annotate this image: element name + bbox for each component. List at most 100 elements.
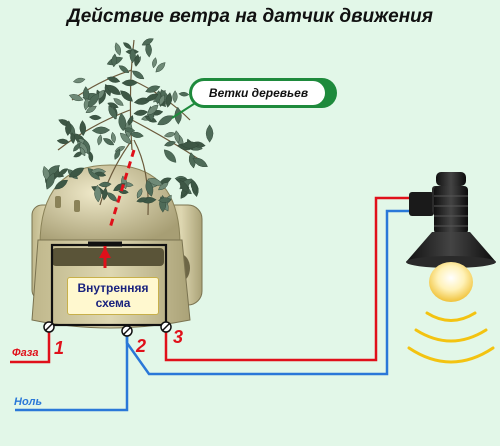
leaf xyxy=(158,197,172,203)
leaf xyxy=(152,57,157,69)
terminal-1-label: 1 xyxy=(54,338,65,358)
leaf xyxy=(68,167,85,178)
terminal-3-label: 3 xyxy=(173,327,184,347)
leaf xyxy=(134,53,140,67)
leaf xyxy=(89,114,102,121)
terminal-3 xyxy=(160,321,172,333)
leaf xyxy=(131,70,145,80)
terminal-2-label: 2 xyxy=(136,336,147,356)
internal-circuit-wiring xyxy=(50,241,168,327)
leaf xyxy=(54,179,68,190)
leaf xyxy=(102,138,115,146)
leaf xyxy=(46,172,55,190)
leaf xyxy=(158,94,165,106)
leaf xyxy=(114,148,121,160)
leaf xyxy=(174,130,180,144)
leaf xyxy=(158,182,169,191)
light-rays xyxy=(407,311,495,364)
circuit-label-line1: Внутренняя xyxy=(77,281,149,295)
leaf xyxy=(102,187,108,201)
leaf xyxy=(157,115,174,126)
light-bulb xyxy=(429,262,473,302)
leaf xyxy=(70,132,76,144)
leaf xyxy=(114,42,121,56)
tree-branches xyxy=(42,38,214,216)
leaf xyxy=(73,143,81,152)
leaf xyxy=(121,79,138,87)
leaf xyxy=(164,140,176,147)
leaf xyxy=(145,85,161,93)
leaf xyxy=(94,171,107,177)
leaf xyxy=(123,127,136,133)
terminal-2 xyxy=(121,325,133,337)
internal-circuit-label: Внутренняя схема xyxy=(67,277,159,315)
leaf xyxy=(107,102,119,109)
wiring xyxy=(10,196,410,412)
leaf xyxy=(188,152,196,169)
leaf xyxy=(165,92,173,108)
leaf xyxy=(79,120,87,137)
leaf xyxy=(85,105,97,113)
leaf xyxy=(98,181,112,188)
leaf xyxy=(106,76,121,83)
leaf xyxy=(192,157,208,168)
leaf xyxy=(205,124,214,143)
leaf xyxy=(68,94,84,102)
branch-stem xyxy=(133,139,149,216)
leaf xyxy=(83,97,90,111)
leaf xyxy=(113,98,124,106)
leaf xyxy=(97,134,103,146)
leaf xyxy=(136,188,143,199)
leaf xyxy=(65,120,72,136)
leaf xyxy=(163,149,177,163)
leaf xyxy=(120,90,133,102)
callout-tree-branches: Ветки деревьев xyxy=(189,78,337,108)
leaf xyxy=(155,62,166,73)
phase-wire-label: Фаза xyxy=(12,347,39,359)
leaf xyxy=(128,115,134,126)
leaf xyxy=(108,105,117,120)
leaf xyxy=(118,112,127,132)
leaf xyxy=(79,146,86,157)
leaf xyxy=(146,104,159,116)
leaf xyxy=(145,179,154,197)
leaf xyxy=(147,178,163,186)
leaf xyxy=(179,179,189,194)
leaf xyxy=(110,131,116,144)
leaf xyxy=(129,48,136,64)
leaf xyxy=(119,132,132,145)
branch-stem xyxy=(57,109,131,151)
leaf xyxy=(123,42,132,49)
leaf xyxy=(136,197,148,203)
leaf xyxy=(58,168,68,176)
leaf xyxy=(106,84,121,95)
callout-label: Ветки деревьев xyxy=(192,81,325,105)
terminals xyxy=(43,321,172,337)
leaf xyxy=(163,132,176,138)
leaf xyxy=(190,178,198,194)
leaf xyxy=(118,65,130,73)
circuit-label-line2: схема xyxy=(95,296,131,310)
page-title: Действие ветра на датчик движения xyxy=(67,6,433,27)
leaf xyxy=(141,38,154,46)
leaf xyxy=(72,77,86,84)
wind-arrow xyxy=(108,149,136,229)
leaf xyxy=(88,151,94,163)
leaf xyxy=(181,141,200,149)
leaf xyxy=(129,131,144,138)
leaf xyxy=(88,93,99,108)
leaf xyxy=(111,53,118,68)
terminal-1 xyxy=(43,321,55,333)
leaf xyxy=(145,93,159,102)
neutral-wire-label: Ноль xyxy=(14,396,43,408)
branch-stem xyxy=(131,119,201,161)
leaf xyxy=(91,126,111,135)
leaf xyxy=(56,138,70,145)
leaf xyxy=(172,90,178,104)
branch-stem xyxy=(99,139,133,206)
leaf xyxy=(178,91,190,97)
leaf xyxy=(94,184,102,203)
wall-lamp xyxy=(406,172,496,364)
